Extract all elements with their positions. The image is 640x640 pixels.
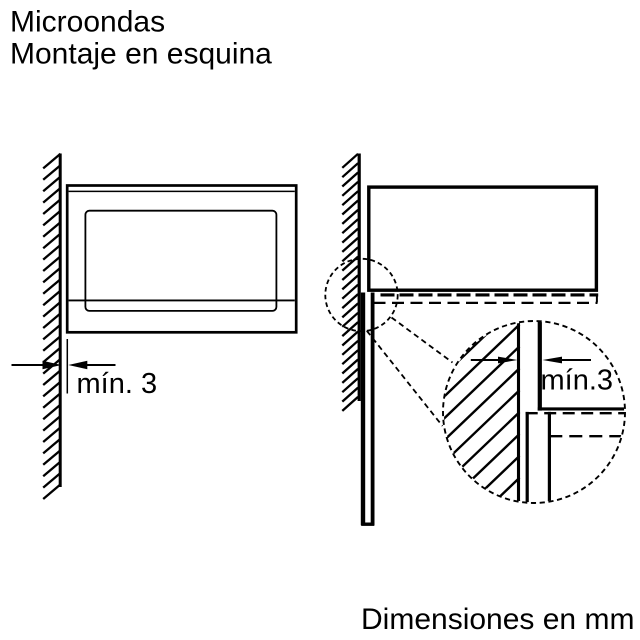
svg-text:Montaje en esquina: Montaje en esquina	[10, 37, 272, 70]
svg-text:mín.3: mín.3	[541, 365, 614, 397]
svg-text:Microondas: Microondas	[10, 6, 165, 39]
svg-text:Dimensiones en mm: Dimensiones en mm	[361, 603, 634, 636]
svg-text:mín. 3: mín. 3	[77, 368, 158, 400]
